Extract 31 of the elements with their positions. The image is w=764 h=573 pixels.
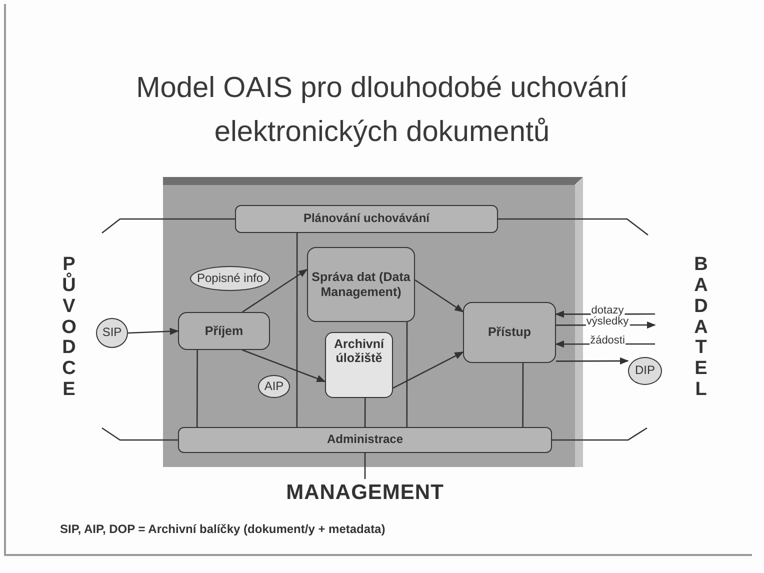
process-box: Příjem [178, 312, 270, 350]
connector-line [102, 427, 178, 441]
footnote: SIP, AIP, DOP = Archivní balíčky (dokument/y + metadata) [60, 522, 386, 536]
edge-label: dotazy [590, 306, 625, 317]
edge-label: žádosti [589, 336, 626, 347]
vertical-label: BADATEL [688, 246, 714, 410]
package-ellipse: SIP [96, 318, 128, 348]
arrow [556, 357, 629, 365]
arrow [242, 268, 308, 313]
process-box: Správa dat (Data Management) [307, 247, 415, 322]
arrow [392, 351, 464, 389]
arrow [242, 349, 326, 382]
connector-line [522, 363, 524, 427]
connector-line [498, 218, 648, 236]
storage-box: Archivní úložiště [325, 332, 393, 398]
process-bar: Administrace [178, 427, 552, 453]
edge-label: výsledky [585, 316, 630, 328]
arrow [128, 328, 179, 335]
connector-line [196, 350, 198, 427]
connector-line [102, 218, 235, 234]
process-box: Přístup [463, 302, 556, 363]
connector-line [552, 427, 648, 441]
connector-line [364, 453, 366, 479]
package-ellipse: DIP [628, 357, 662, 385]
connector-line [364, 398, 366, 427]
connector-line [406, 322, 408, 427]
process-bar: Plánování uchovávání [235, 205, 498, 233]
vertical-label: PŮVODCE [56, 246, 82, 410]
arrow [414, 279, 464, 312]
diagram-title: Model OAIS pro dlouhodobé uchování elektronických dokumentů [135, 71, 629, 150]
connector-line [296, 233, 298, 427]
